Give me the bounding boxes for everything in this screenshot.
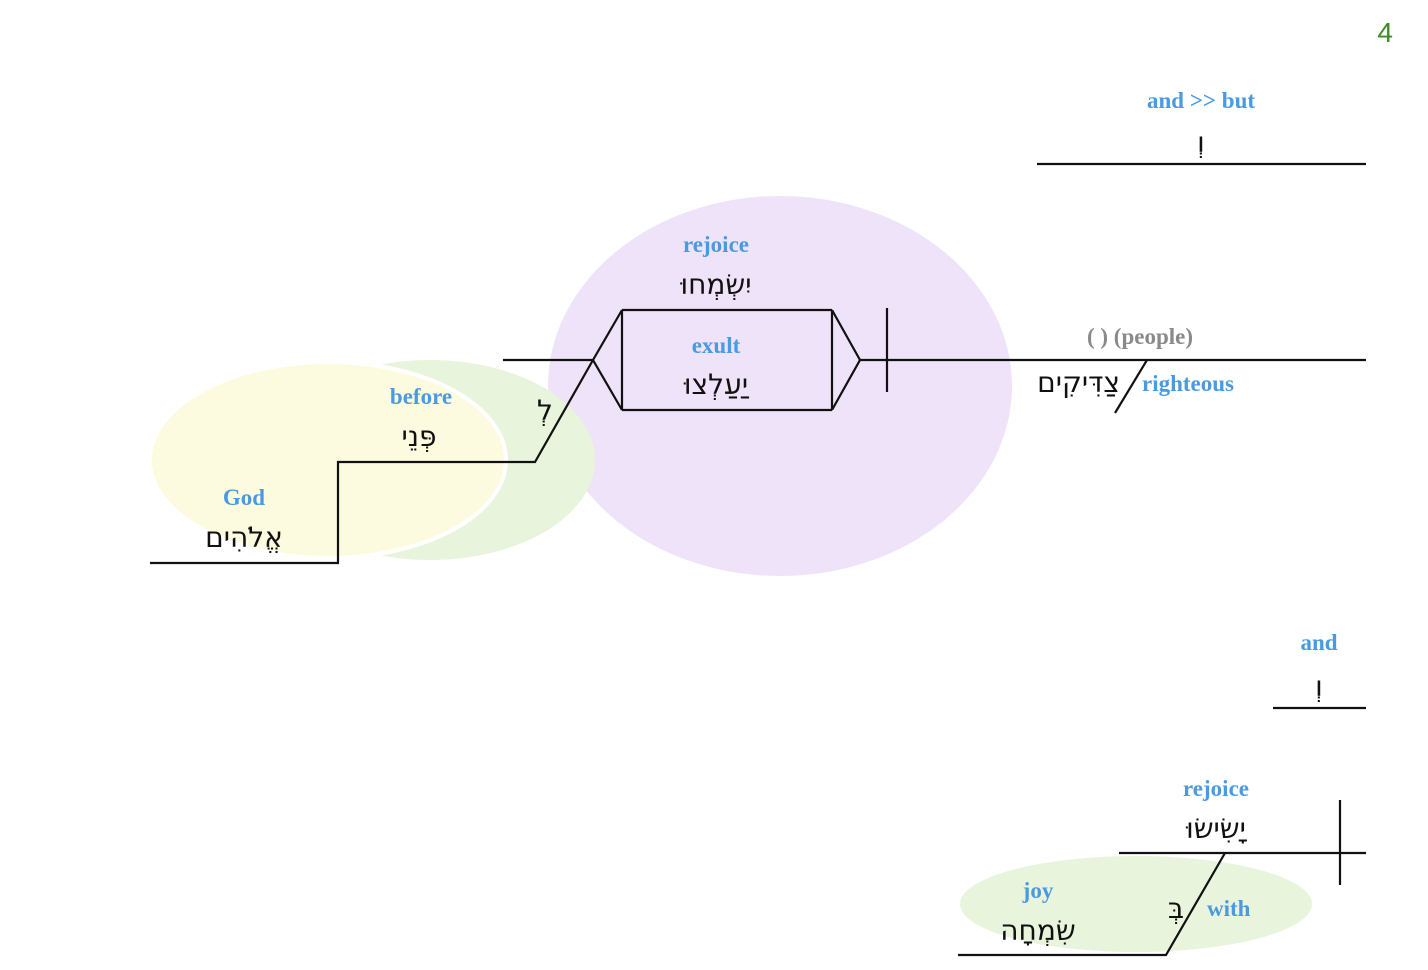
- clause2-object-gloss: joy: [1022, 878, 1054, 903]
- page-number: 4: [1377, 17, 1393, 48]
- with-joy-bubble: [960, 856, 1312, 952]
- clause2-preposition-hebrew: בְּ: [1168, 892, 1184, 925]
- object-bubble: [148, 360, 508, 560]
- nested-object-hebrew: אֱלֹהִים: [205, 521, 283, 554]
- conjunction-top-hebrew: וְ: [1197, 126, 1205, 159]
- subject-modifier-hebrew: צַדִּיקִים: [1037, 366, 1120, 399]
- prep-object-gloss: before: [390, 384, 452, 409]
- verb1-hebrew: יִשְׂמְחוּ: [680, 268, 751, 301]
- conjunction-bottom-hebrew: וְ: [1315, 670, 1323, 703]
- clause2-prep-line: [958, 852, 1226, 957]
- implied-subject: ( ) (people): [1087, 324, 1193, 349]
- clause2-verb-gloss: rejoice: [1183, 776, 1249, 801]
- verb2-gloss: exult: [692, 333, 741, 358]
- prep-object-hebrew: פְּנֵי: [402, 420, 437, 453]
- conjunction-top-gloss: and >> but: [1147, 88, 1255, 113]
- verb-bubble: [548, 196, 1012, 576]
- preposition-hebrew: לְ: [537, 394, 553, 427]
- verb2-hebrew: יַעַלְצוּ: [684, 368, 750, 401]
- clause2-verb-hebrew: יָשִׂישׂוּ: [1186, 812, 1248, 845]
- nested-object-gloss: God: [223, 485, 265, 510]
- verb1-gloss: rejoice: [683, 232, 749, 257]
- compound-verb-right-fork: [831, 309, 862, 411]
- subject-modifier-gloss: righteous: [1142, 371, 1234, 396]
- prep-phrase-line: [150, 359, 594, 565]
- subject-modifier-slant: [1114, 359, 1148, 414]
- clause2-preposition-gloss: with: [1207, 896, 1251, 921]
- conjunction-bottom-gloss: and: [1300, 630, 1337, 655]
- clause2-object-hebrew: שִׂמְחָה: [1000, 914, 1075, 947]
